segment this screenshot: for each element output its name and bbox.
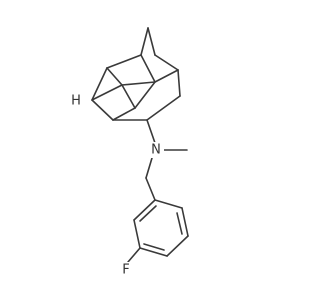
bond-ch2-ring bbox=[145, 177, 156, 201]
bond-cage-13 bbox=[121, 84, 136, 109]
bond-cage-7 bbox=[106, 67, 123, 86]
ring-bond-1 bbox=[154, 199, 183, 209]
h-label-bg bbox=[69, 93, 83, 109]
molecule-canvas: H N F bbox=[69, 27, 189, 278]
fluorophenyl-ring bbox=[127, 199, 189, 263]
bond-cage-16 bbox=[146, 95, 181, 121]
f-label-bg bbox=[119, 262, 133, 278]
fluorine-label: F bbox=[122, 263, 129, 278]
amine-bonds bbox=[145, 119, 188, 201]
ring-bond-2 bbox=[181, 207, 189, 237]
ring-bond-5 bbox=[133, 219, 141, 249]
ring-double-bond-3 bbox=[139, 205, 157, 222]
ring-bond-4 bbox=[139, 247, 168, 257]
bond-n-ch2 bbox=[145, 157, 153, 179]
molecule-structure: H N F bbox=[69, 27, 189, 278]
ring-bond-6 bbox=[133, 199, 156, 221]
bond-cage-9 bbox=[177, 69, 181, 97]
bond-cage-6 bbox=[91, 67, 108, 101]
bond-cage-12 bbox=[121, 81, 156, 86]
bond-cage-8 bbox=[154, 69, 179, 83]
bond-cage-1 bbox=[140, 27, 149, 56]
n-label-bg bbox=[148, 142, 164, 158]
bond-cage-11 bbox=[91, 84, 123, 101]
cage-bonds bbox=[91, 27, 181, 121]
bond-ring-f bbox=[127, 247, 141, 263]
ring-double-bond-2 bbox=[143, 243, 165, 251]
bond-cage-15 bbox=[112, 107, 136, 121]
bond-cage-14 bbox=[134, 81, 156, 109]
bond-cage-2 bbox=[147, 27, 156, 56]
atom-labels: H N F bbox=[69, 93, 164, 278]
bond-ch-to-n bbox=[146, 119, 156, 144]
bond-cage-10 bbox=[91, 99, 114, 121]
ring-double-bond-1 bbox=[176, 212, 183, 235]
nitrogen-label: N bbox=[151, 143, 161, 158]
ring-bond-3 bbox=[166, 235, 189, 257]
bond-cage-3 bbox=[106, 54, 142, 69]
bond-cage-4 bbox=[140, 54, 156, 83]
bond-cage-5 bbox=[154, 54, 179, 71]
hydrogen-label: H bbox=[71, 94, 81, 109]
